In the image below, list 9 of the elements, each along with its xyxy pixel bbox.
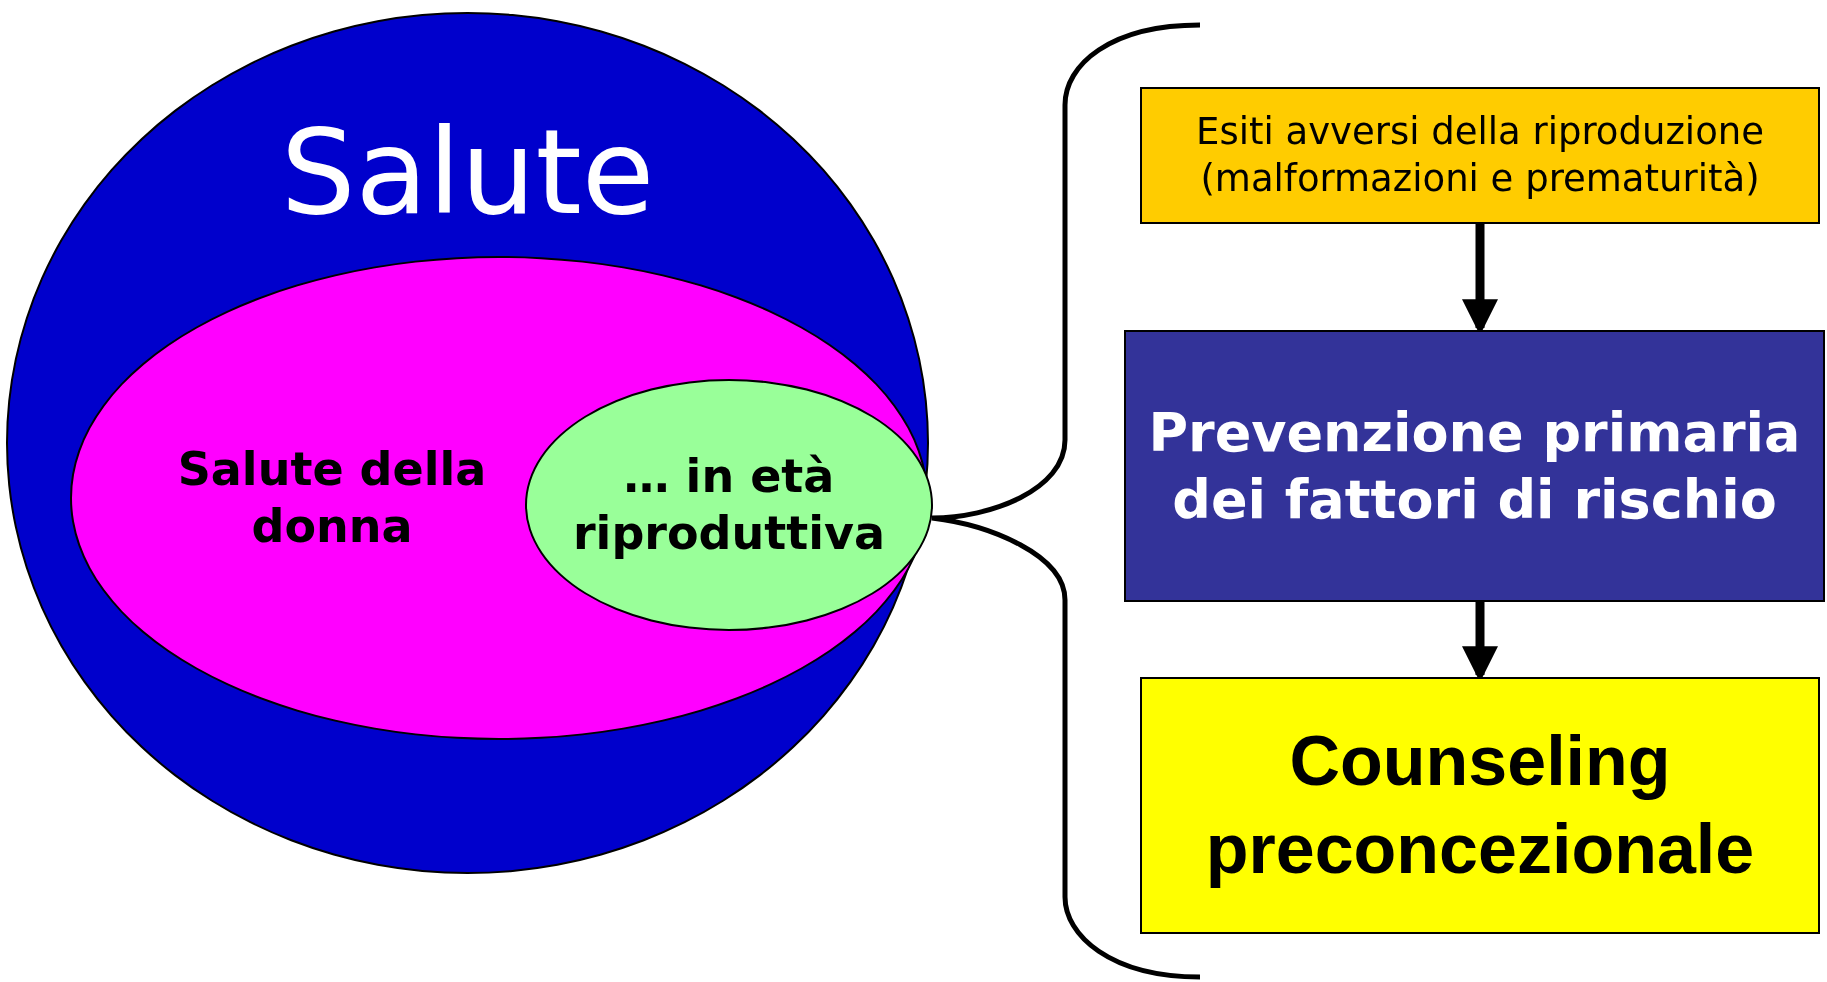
ellipse-title: Salute [280, 102, 655, 243]
ellipse-label: Salute della donna [176, 440, 488, 555]
box-text: Prevenzione primaria dei fattori di rischio [1147, 399, 1802, 533]
box [1140, 87, 1820, 224]
box [1140, 677, 1820, 934]
box-text: Esiti avversi della riproduzione (malformazioni e prematurità) [1195, 109, 1765, 202]
ellipse-label: … in età riproduttiva [571, 447, 887, 562]
box-text: Counseling preconcezionale [1204, 721, 1756, 890]
box [1124, 330, 1825, 602]
